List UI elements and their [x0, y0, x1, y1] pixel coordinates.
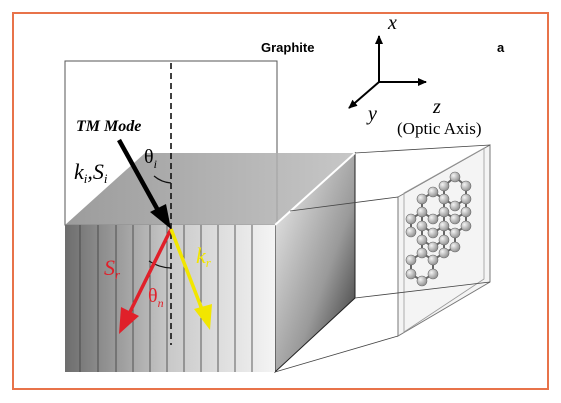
- theta-i-label: θi: [144, 146, 157, 171]
- incident-arrow-head: [150, 204, 171, 229]
- theta-n-label: θn: [148, 285, 164, 310]
- graphene-hexagon-lattice-icon: [405, 171, 472, 287]
- diagram-title: Graphite: [261, 40, 314, 55]
- refracted-s-label: Sr: [104, 255, 121, 282]
- projection-lines: [274, 144, 491, 373]
- refracted-k-arrow: [169, 228, 205, 313]
- theta-i-arc: [153, 175, 172, 184]
- refracted-s-arrow-head: [119, 307, 139, 334]
- optic-axis-note: (Optic Axis): [397, 119, 482, 138]
- crystal-front-face: [65, 225, 275, 372]
- refracted-s-arrow: [126, 228, 173, 317]
- incident-vector-label: ki,Si: [74, 159, 108, 186]
- panel-label: a: [497, 40, 505, 55]
- incident-arrow: [117, 138, 162, 216]
- theta-n-arc: [148, 260, 172, 269]
- refracted-k-label: kr: [196, 243, 212, 270]
- coordinate-axes: [348, 35, 427, 109]
- layer-lines: [79, 225, 253, 372]
- tm-mode-label: TM Mode: [76, 118, 141, 135]
- refracted-k-arrow-head: [194, 304, 212, 330]
- x-axis-label: x: [387, 12, 397, 34]
- y-axis-label: y: [366, 103, 377, 125]
- z-axis-label: z: [432, 96, 441, 118]
